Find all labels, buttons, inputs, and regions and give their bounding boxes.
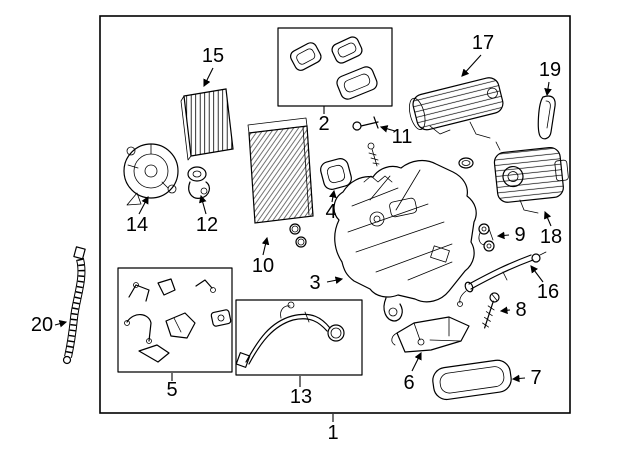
pipe-drawing [457, 251, 547, 307]
callout-9: 9 [514, 224, 526, 246]
mounting-bracket-drawing [391, 316, 470, 353]
sensor-valve-drawing [352, 116, 380, 167]
callout-1: 1 [327, 422, 339, 444]
evaporator-core-drawing [247, 117, 314, 248]
retainer-clip-drawing [478, 223, 495, 252]
screw-drawing [482, 292, 500, 329]
upper-housing-cover-drawing [409, 77, 504, 139]
corrugated-hose-drawing [62, 246, 86, 365]
callout-18: 18 [539, 226, 563, 248]
callout-6: 6 [403, 372, 415, 394]
callout-12: 12 [195, 214, 219, 236]
callout-20: 20 [30, 314, 54, 336]
callout-2: 2 [318, 113, 330, 135]
gasket-seal-drawing [432, 359, 512, 401]
callout-3: 3 [309, 272, 321, 294]
callout-19: 19 [538, 59, 562, 81]
callout-7: 7 [530, 367, 542, 389]
seal-pad-set-drawing [277, 27, 393, 107]
blower-housing-drawing [123, 143, 179, 206]
filter-element-drawing [180, 88, 234, 161]
hvac-housing-drawing [333, 159, 477, 322]
callout-15: 15 [201, 45, 225, 67]
leader-lines [54, 54, 552, 422]
callout-13: 13 [289, 386, 313, 408]
clip-bracket-set-drawing [117, 267, 233, 373]
main-assembly-outline-drawing [99, 15, 571, 414]
callout-4: 4 [325, 201, 337, 223]
callout-11: 11 [391, 126, 413, 148]
callout-8: 8 [515, 299, 527, 321]
small-bracket-drawing [187, 166, 211, 199]
callout-5: 5 [166, 379, 178, 401]
grommet-seal-drawing [320, 158, 352, 190]
drain-hose-assembly-drawing [235, 299, 363, 376]
side-seal-strip-drawing [537, 95, 556, 140]
callout-10: 10 [251, 255, 275, 277]
callout-17: 17 [471, 32, 495, 54]
small-oval-seal-drawing [458, 157, 474, 169]
actuator-housing-drawing [493, 141, 569, 214]
callout-16: 16 [536, 281, 560, 303]
callout-14: 14 [125, 214, 149, 236]
